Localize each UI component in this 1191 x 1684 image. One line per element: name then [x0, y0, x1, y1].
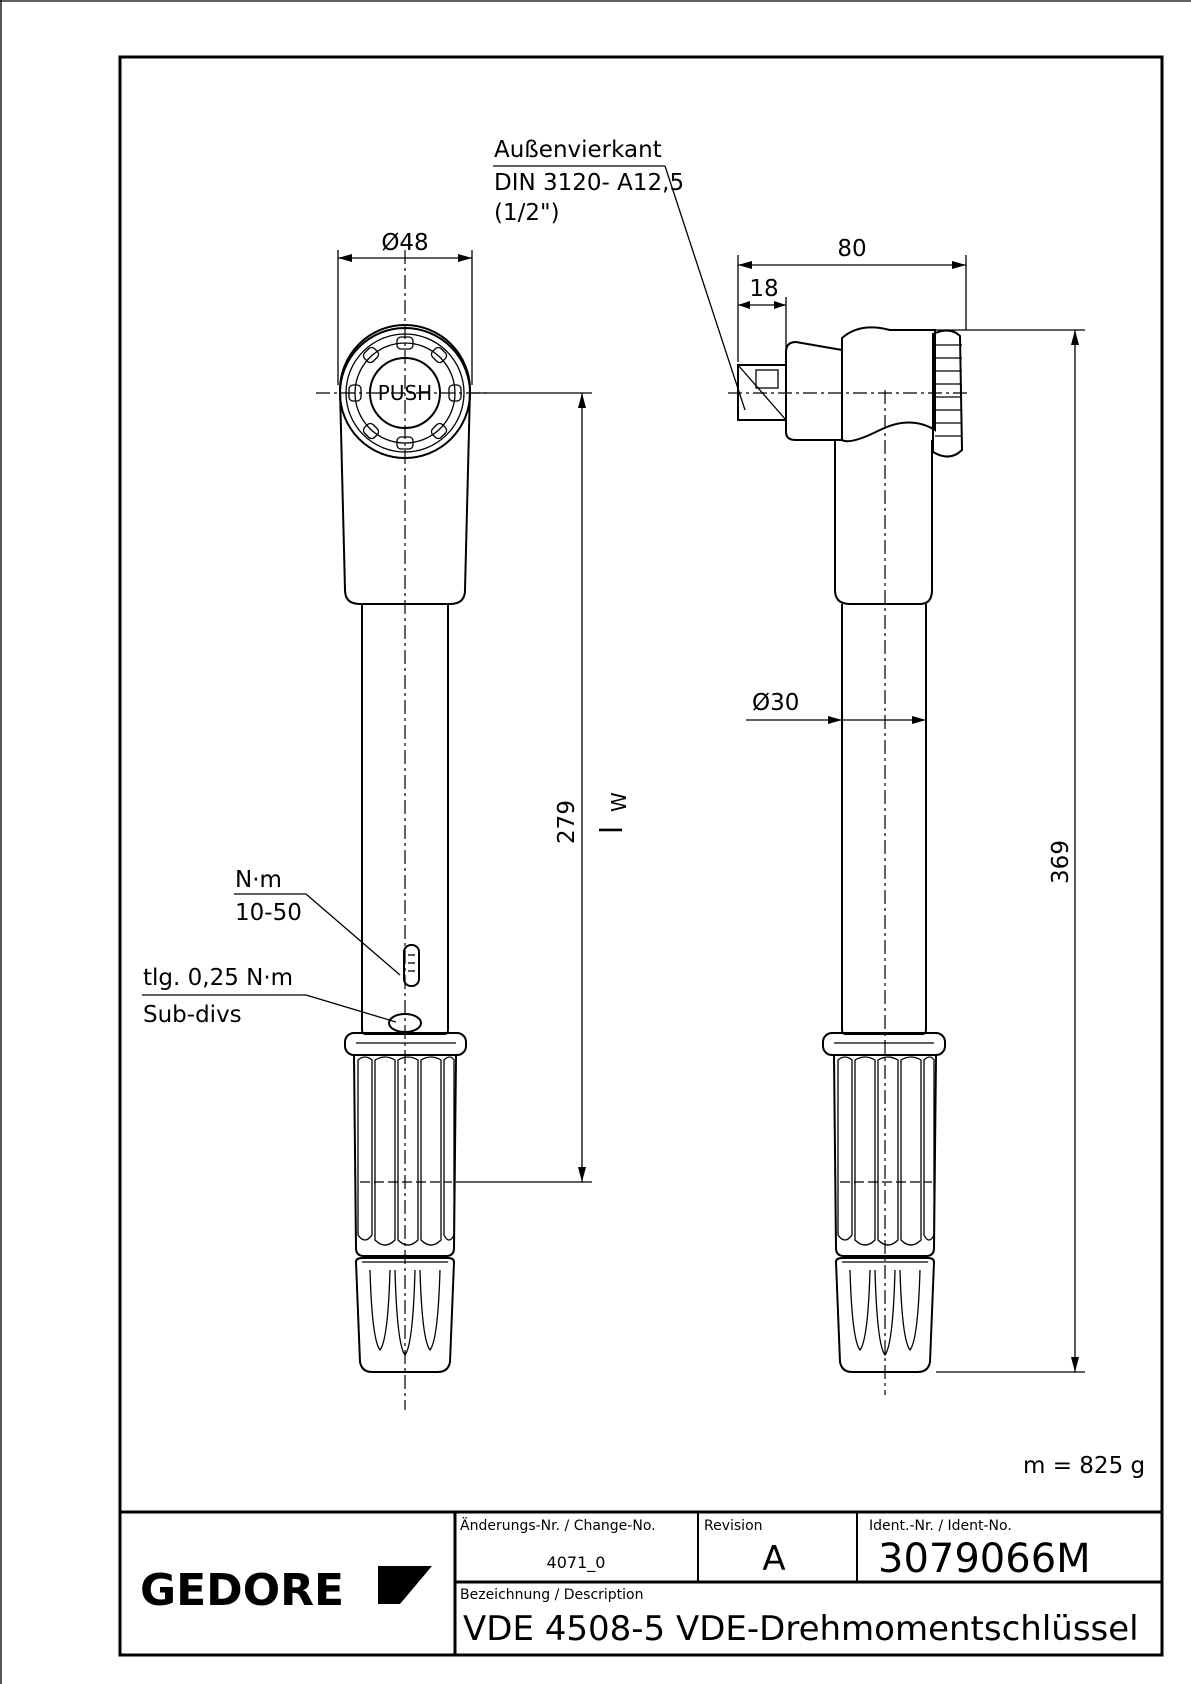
subdiv-value-text: tlg. 0,25 N·m [143, 965, 293, 991]
change-value: 4071_0 [547, 1553, 606, 1573]
subdiv-label-text: Sub-divs [143, 1002, 242, 1028]
scale-range-text: 10-50 [235, 900, 302, 926]
dim-drive-length: 18 [738, 276, 787, 362]
gedore-logo-mark [378, 1566, 432, 1604]
change-header: Änderungs-Nr. / Change-No. [460, 1516, 656, 1534]
drive-length-text: 18 [749, 276, 778, 302]
front-view: PUSH [316, 250, 490, 1410]
subdiv-callout: tlg. 0,25 N·m Sub-divs [142, 965, 397, 1028]
square-drive-std-text: DIN 3120- A12,5 [494, 170, 684, 196]
scale-callout: N·m 10-50 [234, 867, 401, 976]
mass-label: m = 825 g [1023, 1453, 1145, 1479]
dim-head-diameter: Ø48 [337, 230, 473, 385]
side-view [728, 326, 968, 1395]
square-drive-size-text: (1/2") [494, 200, 560, 226]
effective-length-text: 279 [554, 800, 580, 844]
dim-head-length: 80 [737, 236, 967, 362]
head-length-text: 80 [837, 236, 866, 262]
knurl-ring [348, 336, 462, 450]
head-diameter-text: Ø48 [381, 230, 428, 256]
revision-header: Revision [704, 1518, 763, 1534]
gedore-logo: GEDORE [140, 1565, 344, 1616]
drawing-frame [118, 55, 1164, 1657]
ident-header: Ident.-Nr. / Ident-No. [869, 1518, 1012, 1534]
description-header: Bezeichnung / Description [460, 1587, 644, 1603]
dim-total-length: 369 [935, 329, 1085, 1373]
scale-unit-text: N·m [235, 867, 282, 893]
square-drive-callout: Außenvierkant DIN 3120- A12,5 (1/2") [493, 137, 746, 411]
description-value: VDE 4508-5 VDE-Drehmomentschlüssel [463, 1609, 1139, 1649]
revision-value: A [762, 1539, 785, 1579]
scale-window [403, 944, 420, 987]
dim-effective-length: 279 l W [456, 392, 631, 1183]
ident-value: 3079066M [878, 1536, 1091, 1582]
effective-length-subscript-text: W [607, 792, 631, 812]
push-label: PUSH [378, 381, 432, 405]
effective-length-symbol-text: l [595, 826, 630, 834]
total-length-text: 369 [1048, 840, 1074, 884]
shaft-diameter-text: Ø30 [752, 690, 799, 716]
dim-shaft-diameter: Ø30 [746, 690, 926, 724]
square-drive-title-text: Außenvierkant [494, 137, 662, 163]
title-block: Änderungs-Nr. / Change-No. 4071_0 Revisi… [120, 1510, 1162, 1655]
